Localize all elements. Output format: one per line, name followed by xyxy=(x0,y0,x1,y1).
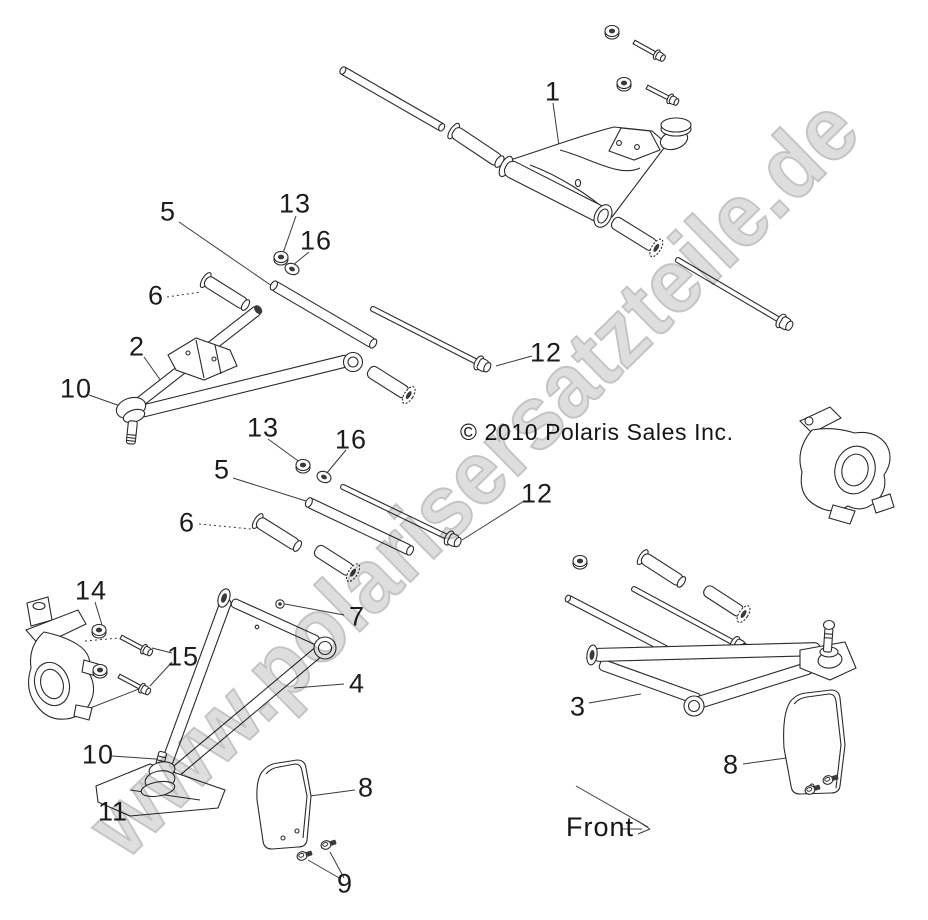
callout-12b: 12 xyxy=(520,478,554,509)
steering-knuckle-left xyxy=(25,596,99,721)
lower-control-arm-left xyxy=(95,588,337,817)
callout-2: 2 xyxy=(128,331,146,362)
mounting-bolts-nuts-top xyxy=(604,24,682,109)
front-arrow-icon xyxy=(575,785,651,835)
callout-16a: 16 xyxy=(299,225,333,256)
callout-15: 15 xyxy=(166,641,200,672)
callout-8a: 8 xyxy=(357,772,375,803)
callout-12a: 12 xyxy=(529,337,563,368)
callout-10a: 10 xyxy=(59,373,93,404)
front-direction-label: Front xyxy=(566,812,635,842)
callout-1: 1 xyxy=(544,76,562,107)
lower-control-arm-right xyxy=(564,549,857,717)
steering-knuckle-right xyxy=(799,406,895,525)
copyright-text: © 2010 Polaris Sales Inc. xyxy=(460,419,734,445)
callout-11: 11 xyxy=(97,796,129,827)
callout-13b: 13 xyxy=(246,412,280,443)
upper-control-arm-left xyxy=(115,250,494,445)
pivot-hardware-set-middle xyxy=(251,458,465,583)
callout-4: 4 xyxy=(348,668,366,699)
callout-6b: 6 xyxy=(178,507,196,538)
callout-8b: 8 xyxy=(722,749,740,780)
callout-3: 3 xyxy=(569,691,587,722)
callout-5a: 5 xyxy=(159,196,177,227)
callout-14: 14 xyxy=(74,575,108,606)
callout-10b: 10 xyxy=(81,739,115,770)
guard-plate-left xyxy=(256,759,338,863)
guard-plate-right xyxy=(783,689,846,797)
callout-5b: 5 xyxy=(213,454,231,485)
callout-16b: 16 xyxy=(334,424,368,455)
ball-joint-lower-right xyxy=(799,619,857,681)
knuckle-hardware xyxy=(91,623,155,698)
ball-joint-lower-left xyxy=(140,750,176,798)
upper-control-arm-right xyxy=(339,66,797,335)
ball-joint-upper-left xyxy=(115,396,147,445)
callout-7: 7 xyxy=(348,601,366,632)
callout-6a: 6 xyxy=(147,280,165,311)
callout-13a: 13 xyxy=(278,188,312,219)
callout-9: 9 xyxy=(336,868,354,899)
